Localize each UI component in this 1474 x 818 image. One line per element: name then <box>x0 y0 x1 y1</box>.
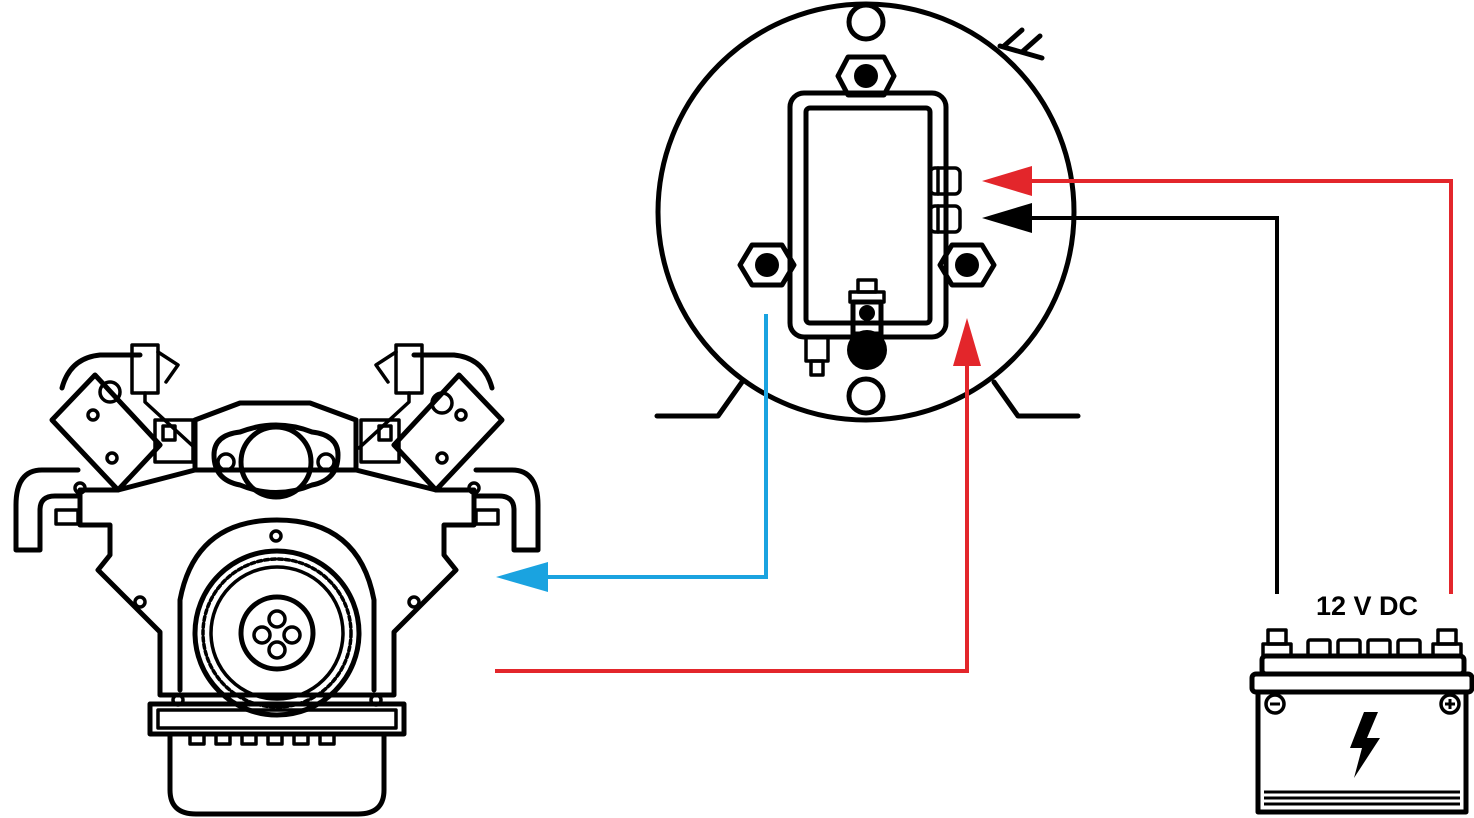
component-right-foot <box>991 379 1081 419</box>
engine-left-intake-clamp <box>161 424 177 442</box>
engine-right-exhaust-elbow <box>473 467 541 553</box>
engine-right-bolt <box>435 451 449 465</box>
component-bottom-hole <box>846 376 886 416</box>
engine-block-bolt <box>73 481 87 495</box>
battery-positive-symbol <box>1439 693 1461 715</box>
component-stem-knob <box>847 330 887 370</box>
battery-negative-post <box>1261 628 1293 658</box>
battery-base-stripes <box>1264 790 1460 806</box>
battery-lid-top <box>1259 653 1467 677</box>
engine-right-bolt <box>430 391 454 415</box>
component-left-foot <box>654 379 745 419</box>
engine-right-intake-bracket <box>359 418 401 464</box>
engine-block <box>77 467 477 698</box>
engine-left-bolt <box>86 408 100 422</box>
engine-right-bolt <box>454 408 468 422</box>
engine-pan-rail-inner <box>156 708 398 730</box>
component-left-nut <box>737 242 797 288</box>
engine-left-rocker-cover <box>49 372 163 493</box>
component-drain-tip <box>809 359 825 377</box>
component-stem-dot <box>859 305 875 321</box>
mounted-component <box>654 1 1081 423</box>
battery-lid <box>1249 671 1474 695</box>
engine-right-rocker-cover <box>391 372 505 493</box>
engine-flywheel-inner <box>209 565 345 701</box>
engine-block-bolt <box>407 595 421 609</box>
arrowhead-battery-negative <box>982 203 1032 233</box>
engine-flywheel <box>192 548 362 718</box>
battery: 12 V DC <box>1249 591 1474 815</box>
engine-pan-bolts <box>188 732 336 746</box>
engine-flange-port <box>238 424 314 500</box>
engine-left-rocker-top <box>59 352 143 391</box>
wire-battery-positive <box>1020 179 1453 594</box>
engine-right-exhaust-clamp <box>474 508 500 526</box>
component-right-nut <box>937 242 997 288</box>
engine-left-bolt <box>105 451 119 465</box>
engine-hub-bolt <box>282 625 302 645</box>
component-top-hole <box>846 2 886 42</box>
engine-left-exhaust-clamp <box>54 508 80 526</box>
engine-hub-bolt <box>252 625 272 645</box>
engine-left-bolt <box>98 380 122 404</box>
battery-positive-post <box>1431 628 1463 658</box>
component-stem-cap <box>856 278 878 294</box>
component-vent-tab <box>997 27 1045 61</box>
battery-negative-symbol <box>1264 693 1286 715</box>
engine-right-bracket-arm <box>374 350 398 384</box>
engine-flywheel-teeth <box>201 557 353 709</box>
engine-cover-bolt <box>269 529 283 543</box>
engine-hub-bolt <box>267 609 287 629</box>
arrowhead-engine-positive <box>953 318 981 366</box>
engine-right-rocker-top <box>411 352 495 391</box>
engine-left-bracket-arm <box>156 350 180 384</box>
engine-oil-pan <box>167 731 387 817</box>
engine-hub-bolt <box>267 640 287 660</box>
arrowhead-battery-positive <box>982 166 1032 196</box>
engine-top-housing <box>192 400 359 473</box>
engine-right-bracket <box>394 343 424 395</box>
engine-thermostat-flange <box>211 422 341 495</box>
lightning-bolt-icon <box>1350 712 1380 778</box>
engine-block-bolt <box>467 481 481 495</box>
battery-case <box>1255 689 1469 815</box>
battery-voltage-label: 12 V DC <box>1316 591 1418 621</box>
wire-engine-positive <box>495 362 969 673</box>
component-top-nut <box>835 54 897 98</box>
wire-battery-negative <box>1020 216 1279 594</box>
engine-crank-hub <box>238 594 316 672</box>
engine-right-intake-clamp <box>377 424 393 442</box>
engine-block-bolt <box>133 595 147 609</box>
engine-left-exhaust-elbow <box>13 467 81 553</box>
component-drain-plug <box>804 335 830 363</box>
engine-timing-cover <box>177 517 377 693</box>
arrowhead-component-signal <box>496 562 548 592</box>
engine-left-link <box>143 391 197 450</box>
engine-right-link <box>357 391 411 450</box>
wire-component-signal <box>540 314 768 579</box>
engine-left-bracket <box>130 343 160 395</box>
engine <box>13 343 541 817</box>
